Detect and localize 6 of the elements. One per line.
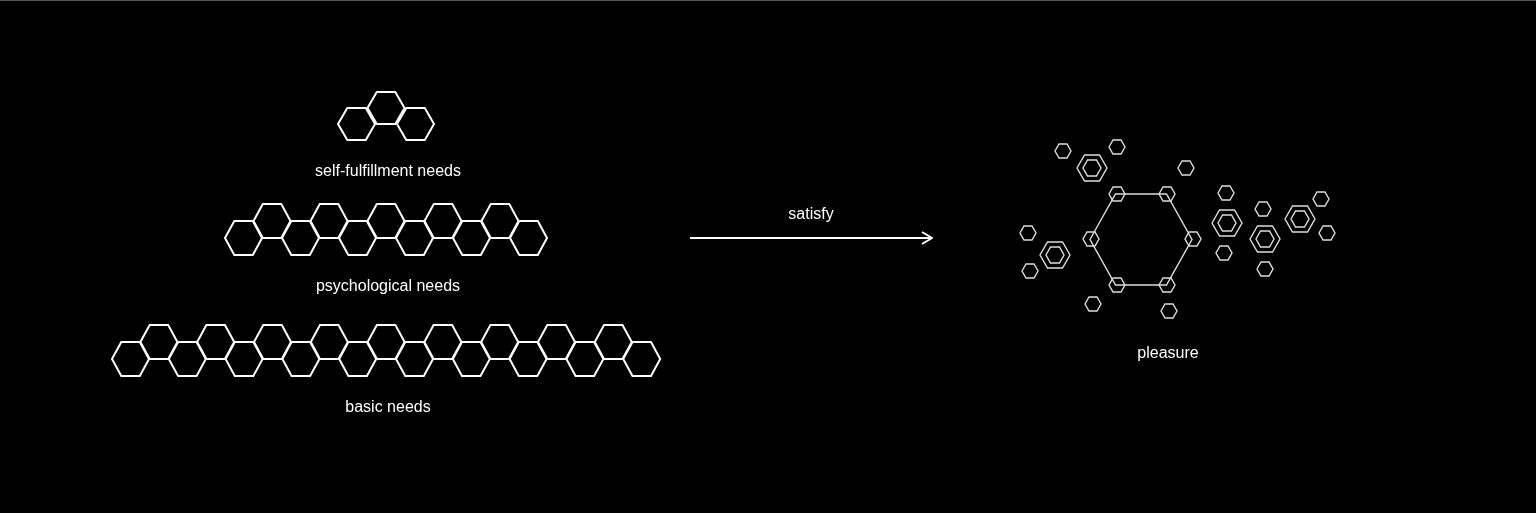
node-label: self-fulfillment needs <box>315 162 461 180</box>
node-label: pleasure <box>1137 344 1199 362</box>
arrow <box>689 231 933 245</box>
edge-label: satisfy <box>786 205 836 223</box>
node-label: basic needs <box>345 398 431 416</box>
node-label: psychological needs <box>315 277 461 295</box>
